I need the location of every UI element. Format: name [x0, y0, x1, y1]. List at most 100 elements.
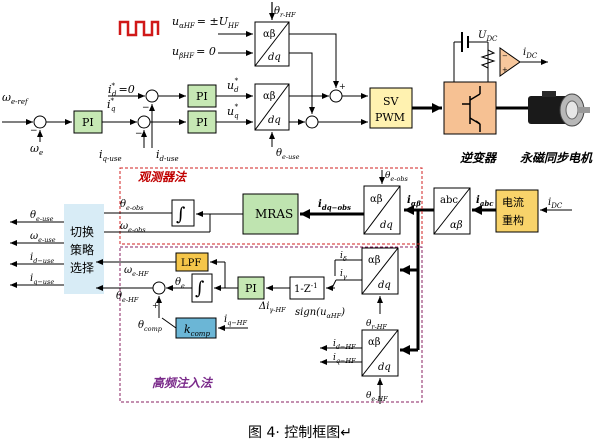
inverse-park-block: αβ dq	[254, 83, 290, 131]
svg-text:PI: PI	[82, 116, 94, 129]
theta-e-hf-in-label: θe-HF	[366, 391, 388, 403]
z-block: 1-Z-1	[289, 276, 325, 300]
svg-text:PWM: PWM	[375, 111, 405, 124]
id-star-label: i*d=0	[108, 82, 135, 98]
svg-text:uq*: uq*	[227, 103, 239, 120]
idq-obs-label: idq−obs	[318, 199, 351, 212]
park-obs-block: αβ dq	[363, 185, 401, 235]
inverter-label: 逆变器	[460, 151, 498, 165]
svg-text:i*d=0: i*d=0	[108, 82, 135, 98]
hf-injection-title: 高频注入法	[152, 376, 214, 390]
iq-use-feedback-label: iq-use	[99, 148, 122, 163]
svg-text:αβ: αβ	[368, 255, 381, 266]
svg-text:+: +	[152, 301, 159, 310]
theta-r-hf-label: θr-HF	[366, 319, 387, 331]
w-ref-label: ωe-ref	[2, 91, 29, 106]
theta-r-hf-top-label: θr-HF	[274, 6, 296, 19]
iq-star-label: i*q	[107, 97, 116, 113]
svg-text:ud*: ud*	[227, 77, 239, 94]
svg-text:+: +	[339, 82, 346, 91]
theta-e-obs-label: θe-obs	[120, 199, 144, 212]
svg-text:−: −	[142, 103, 150, 113]
hf-pi-block: PI	[237, 276, 265, 300]
svg-text:PI: PI	[196, 90, 208, 103]
svg-text:θe-use: θe-use	[276, 148, 300, 161]
current-reconstruction-block: 电流 重构	[495, 189, 539, 233]
motor-label: 永磁同步电机	[520, 151, 593, 165]
svg-text:dq: dq	[378, 362, 391, 373]
dc-link: UDC	[453, 30, 498, 82]
svg-text:UDC: UDC	[478, 30, 498, 43]
idc-input-label: iDC	[548, 197, 563, 210]
inverter-block	[443, 81, 497, 135]
park-hf-block: αβ dq	[361, 247, 399, 295]
svg-text:θr-HF: θr-HF	[274, 6, 296, 19]
out-theta-e-use: θe-use	[30, 210, 54, 223]
out-id-use: id−use	[30, 252, 54, 265]
svg-text:电流: 电流	[502, 195, 524, 209]
id-pi-block: PI	[187, 84, 217, 108]
svg-text:LPF: LPF	[181, 258, 201, 269]
u-alpha-hf-label: uαHF= ±UHF	[172, 15, 240, 30]
w-hat-label: ωe	[30, 142, 43, 157]
svg-text:+: +	[502, 66, 508, 74]
svg-text:uαHF= ±UHF: uαHF= ±UHF	[172, 15, 240, 30]
speed-pi-block: PI	[73, 110, 103, 134]
svg-text:αβ: αβ	[263, 29, 276, 40]
svg-text:策略: 策略	[70, 242, 94, 257]
svg-text:1-Z-1: 1-Z-1	[294, 282, 318, 295]
svg-text:dq: dq	[268, 115, 281, 126]
theta-e-hf-local-label: θe	[175, 277, 185, 290]
i-delta-label: iδ	[340, 251, 347, 263]
svg-text:αβ: αβ	[450, 220, 463, 231]
svg-text:SV: SV	[383, 95, 400, 108]
svg-text:选择: 选择	[70, 261, 94, 275]
switch-strategy-block: 切换 策略 选择	[64, 204, 104, 294]
mras-block: MRAS	[242, 193, 299, 235]
svg-text:∫: ∫	[176, 204, 186, 225]
svg-text:αβ: αβ	[370, 194, 383, 205]
iabc-label: iabc	[476, 195, 494, 208]
id-sum-junction	[145, 89, 159, 103]
svg-text:αβ: αβ	[368, 337, 381, 348]
observer-region	[119, 167, 423, 245]
park-dq-hf-block: αβ dq	[361, 329, 399, 377]
svg-text:iDC: iDC	[523, 47, 538, 60]
lpf-block: LPF	[175, 252, 209, 272]
iq-sum-junction	[137, 115, 151, 129]
u-beta-hf-label: uβHF= 0	[172, 45, 216, 60]
hf-injection-region	[119, 246, 423, 403]
theta-e-use-label: θe-use	[276, 148, 300, 161]
svg-text:iq-use: iq-use	[99, 148, 122, 163]
svg-text:ωe-ref: ωe-ref	[2, 91, 29, 106]
svg-text:PI: PI	[196, 116, 208, 129]
svg-text:重构: 重构	[502, 213, 524, 227]
w-e-obs-label: ωe-obs	[120, 221, 146, 234]
i-gamma-label: iγ	[340, 269, 347, 281]
svg-text:id-use: id-use	[156, 148, 179, 163]
theta-e-hf-out-label: θe-HF	[116, 291, 139, 304]
observer-title: 观测器法	[138, 170, 188, 184]
svg-text:PI: PI	[245, 282, 257, 295]
theta-comp-label: θcomp	[138, 320, 163, 333]
clarke-transform-block: abc αβ	[433, 187, 471, 235]
svg-text:切换: 切换	[70, 225, 94, 239]
pmsm-motor-icon	[528, 91, 590, 127]
svg-text:dq: dq	[378, 280, 391, 291]
svg-text:i*q: i*q	[107, 97, 116, 113]
uq-star-label: uq*	[227, 103, 239, 120]
alpha-sum-junction	[329, 89, 343, 103]
integrator-obs-block: ∫	[171, 199, 195, 227]
svg-text:kcomp: kcomp	[184, 323, 210, 338]
svg-text:uβHF= 0: uβHF= 0	[172, 45, 216, 60]
id-use-feedback-label: id-use	[156, 148, 179, 163]
svg-text:−: −	[30, 126, 38, 136]
i-alpha-beta-label: iαβ	[407, 195, 421, 208]
out-w-e-use: ωe-use	[30, 231, 56, 244]
sign-label: sign(uαHF)	[295, 307, 345, 320]
svg-text:dq: dq	[268, 52, 281, 63]
svg-text:−: −	[502, 52, 508, 60]
svg-text:MRAS: MRAS	[255, 207, 293, 221]
ud-star-label: ud*	[227, 77, 239, 94]
